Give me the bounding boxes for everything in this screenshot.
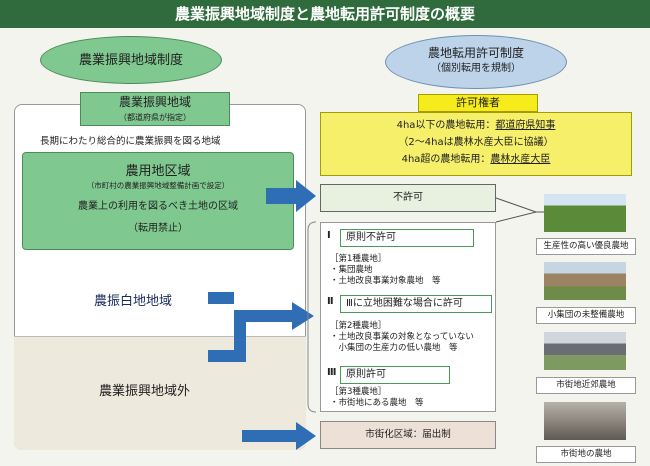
authority-label: 許可権者 [418,94,538,112]
right-oval-header: 農地転用許可制度 （個別転用を規制） [385,35,567,89]
right-oval-subtitle: （個別転用を規制） [431,63,521,74]
farmland-zone-ban: （転用禁止） [128,223,188,234]
agri-promotion-area-title: 農業振興地域 [118,95,191,109]
class-1-desc: ［第1種農地］ ・集団農地 ・土地改良事業対象農地 等 [330,254,490,287]
authority-box: 4ha以下の農地転用：都道府県知事 （2～4haは農林水産大臣に協議） 4ha超… [320,112,632,176]
arrow-to-not-permitted [266,180,316,212]
authority-line-3: 4ha超の農地転用：農林水産大臣 [321,151,631,168]
not-permitted-box: 不許可 [320,184,496,212]
farmland-zone-box: 農用地区域 （市町村の農業振興地域整備計画で設定） 農業上の利用を図るべき土地の… [22,152,294,250]
farmland-zone-sub: （市町村の農業振興地域整備計画で設定） [86,181,230,190]
class-2-numeral: Ⅱ [327,296,334,307]
photo-caption: 市街地近郊農地 [536,377,636,394]
farmland-zone-title: 農用地区域 [125,164,191,179]
class-1-item: ・集団農地 [330,265,373,275]
authority-line-2: （2～4haは農林水産大臣に協議） [398,137,554,148]
farmland-zone-desc: 農業上の利用を図るべき土地の区域 [78,201,238,212]
white-area-label: 農振白地地域 [94,294,173,309]
photo-small-unimproved-farmland [544,262,626,300]
class-2-item: ・土地改良事業の対象となっていない [330,332,474,342]
agri-promotion-area-desc: 長期にわたり総合的に農業振興を図る地域 [40,136,221,147]
class-2-item: 小集団の生産力の低い農地 等 [330,343,458,353]
photo-caption: 市街地の農地 [536,446,636,463]
class-2-box: Ⅲに立地困難な場合に許可 [340,295,492,313]
class-1-numeral: Ⅰ [327,230,331,241]
page-title: 農業振興地域制度と農地転用許可制度の概要 [0,0,650,28]
arrow-white-area-bracket [208,292,314,362]
class-2-head: ［第2種農地］ [330,321,387,331]
authority-line-3-a: 4ha超の農地転用： [401,154,491,165]
class-1-head: ［第1種農地］ [330,254,387,264]
authority-line-1-b: 都道府県知事 [495,120,556,131]
agri-promotion-area-sub: （都道府県が指定） [119,113,191,122]
class-3-head: ［第3種農地］ [330,387,387,397]
connector-not-permitted-upper [495,197,537,213]
authority-line-1: 4ha以下の農地転用：都道府県知事 [321,117,631,134]
bracket-right-frame [307,221,317,413]
arrow-to-urbanization-area [242,422,316,450]
class-1-item: ・土地改良事業対象農地 等 [330,276,441,286]
left-oval-header: 農業振興地域制度 [40,36,222,84]
connector-not-permitted-lower [495,211,537,223]
authority-line-3-b: 農林水産大臣 [490,154,551,165]
photo-high-productivity-farmland [544,194,626,232]
class-3-item: ・市街地にある農地 等 [330,398,424,408]
photo-urban-farmland [544,402,626,440]
photo-caption: 生産性の高い優良農地 [536,238,636,255]
photo-caption: 小集団の未整備農地 [536,307,636,324]
agri-promotion-area-label: 農業振興地域 （都道府県が指定） [80,92,230,126]
class-3-desc: ［第3種農地］ ・市街地にある農地 等 [330,387,490,409]
right-oval-title: 農地転用許可制度 [427,46,524,60]
class-3-box: 原則許可 [340,366,450,384]
photo-suburban-farmland [544,332,626,370]
class-3-numeral: Ⅲ [327,367,337,378]
urbanization-area-box: 市街化区域：届出制 [320,421,496,449]
class-2-desc: ［第2種農地］ ・土地改良事業の対象となっていない 小集団の生産力の低い農地 等 [330,321,494,354]
authority-line-1-a: 4ha以下の農地転用： [396,120,496,131]
class-1-box: 原則不許可 [340,229,474,247]
